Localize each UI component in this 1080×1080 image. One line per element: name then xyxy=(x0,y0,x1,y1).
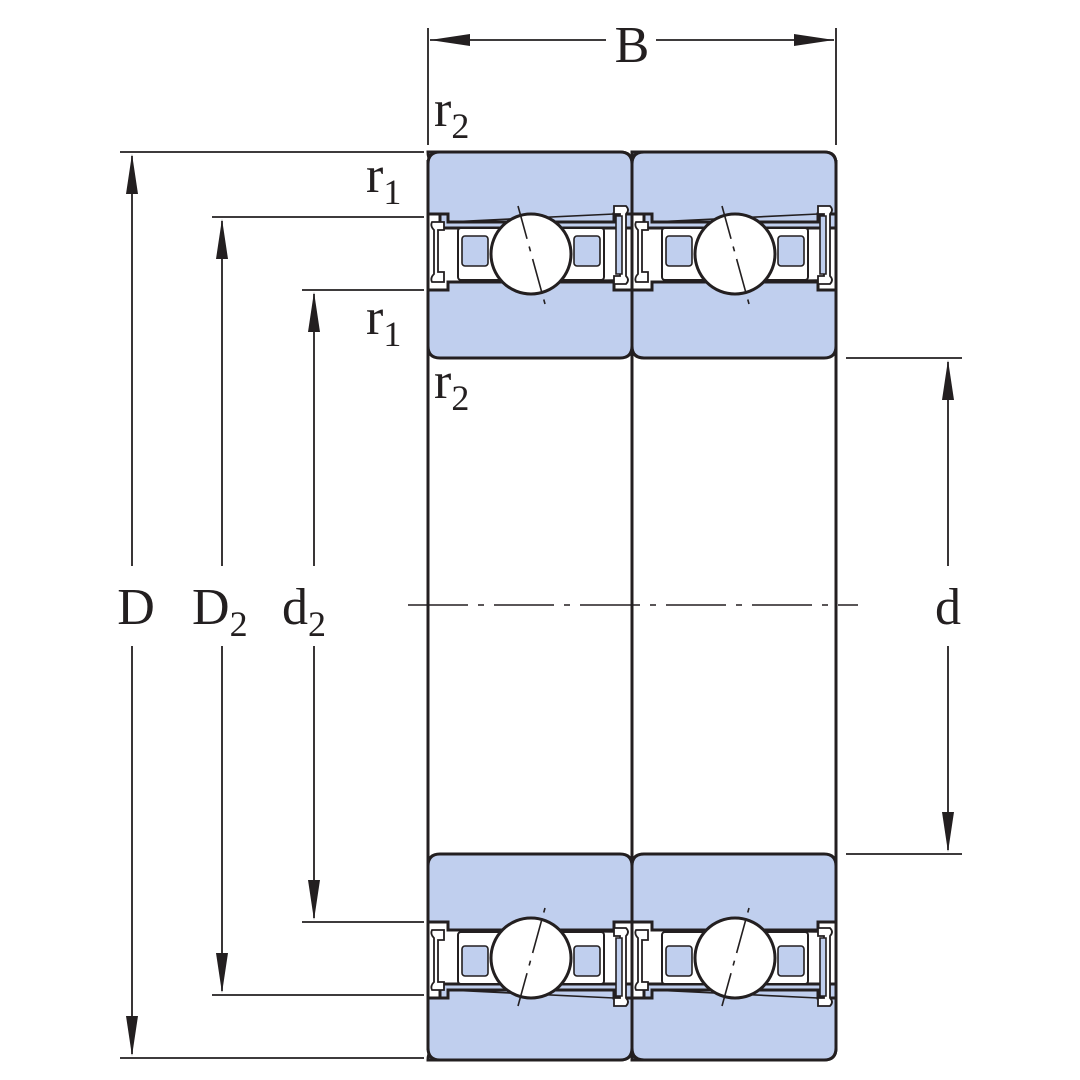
upper-left-row xyxy=(426,150,634,360)
d-outer-arrow-top xyxy=(126,154,138,194)
lower-left-row xyxy=(426,852,634,1062)
b-arrow-right xyxy=(794,34,834,46)
label-r1-mid: r1 xyxy=(366,289,401,354)
d-bore-arrow-top xyxy=(942,360,954,400)
d2-inner-arrow-top xyxy=(308,292,320,332)
lower-right-row xyxy=(630,852,838,1062)
d-outer-arrow-bottom xyxy=(126,1016,138,1056)
label-d2-upper: D2 xyxy=(192,579,248,644)
bearing-body xyxy=(408,150,858,1062)
d2-outer-arrow-top xyxy=(216,219,228,259)
d2-outer-arrow-bottom xyxy=(216,953,228,993)
upper-right-row xyxy=(630,150,838,360)
dimension-lines xyxy=(120,28,962,1059)
label-b: B xyxy=(615,17,650,74)
b-arrow-left xyxy=(430,34,470,46)
label-outer-diameter: D xyxy=(117,579,155,636)
d2-inner-arrow-bottom xyxy=(308,880,320,920)
label-d2-lower: d2 xyxy=(282,579,326,644)
label-r1-top: r1 xyxy=(366,147,401,212)
dimension-labels: B D D2 d2 d r1 r1 r2 r2 xyxy=(117,17,961,644)
label-bore-diameter: d xyxy=(935,579,961,636)
d-bore-arrow-bottom xyxy=(942,812,954,852)
label-r2-top: r2 xyxy=(434,81,469,146)
label-r2-mid: r2 xyxy=(434,353,469,418)
